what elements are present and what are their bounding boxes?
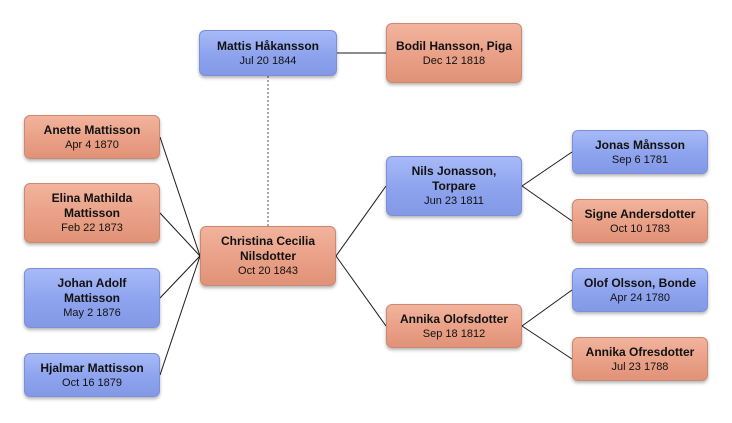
- person-name: Annika Olofsdotter: [399, 311, 508, 326]
- person-date: Oct 16 1879: [62, 376, 122, 389]
- person-card-nils[interactable]: Nils Jonasson, Torpare Jun 23 1811: [386, 156, 522, 216]
- person-card-olof[interactable]: Olof Olsson, Bonde Apr 24 1780: [572, 268, 708, 312]
- person-card-elina[interactable]: Elina Mathilda Mattisson Feb 22 1873: [24, 183, 160, 243]
- connector-nils-jonas: [521, 151, 573, 187]
- person-name: Nils Jonasson, Torpare: [411, 164, 497, 193]
- person-date: Apr 4 1870: [65, 138, 119, 151]
- person-card-signe[interactable]: Signe Andersdotter Oct 10 1783: [572, 199, 708, 243]
- connector-annika_o-olof: [521, 289, 573, 327]
- person-date: Jun 23 1811: [424, 195, 484, 207]
- person-name: Signe Andersdotter: [584, 206, 696, 221]
- person-card-annika-ofresdotter[interactable]: Annika Ofresdotter Jul 23 1788: [572, 337, 708, 381]
- person-name: Mattis Håkansson: [216, 38, 320, 53]
- connector-christina-anette: [159, 136, 201, 257]
- person-date: Sep 18 1812: [422, 327, 486, 340]
- person-card-johan[interactable]: Johan Adolf Mattisson May 2 1876: [24, 268, 160, 328]
- person-card-jonas[interactable]: Jonas Månsson Sep 6 1781: [572, 130, 708, 174]
- person-card-annika-olofsdotter[interactable]: Annika Olofsdotter Sep 18 1812: [386, 304, 522, 348]
- person-date: Oct 20 1843: [238, 265, 298, 277]
- connector-christina-elina: [159, 212, 201, 257]
- connector-christina-johan: [159, 255, 201, 299]
- person-date: Jul 20 1844: [239, 54, 297, 67]
- person-name: Johan Adolf Mattisson: [57, 276, 127, 305]
- connector-christina-hjalmar: [159, 255, 201, 376]
- person-card-bodil[interactable]: Bodil Hansson, Piga Dec 12 1818: [386, 23, 522, 83]
- person-name: Elina Mathilda Mattisson: [51, 191, 133, 220]
- person-name: Olof Olsson, Bonde: [583, 275, 696, 290]
- person-card-christina[interactable]: Christina Cecilia Nilsdotter Oct 20 1843: [200, 226, 336, 286]
- person-date: Dec 12 1818: [422, 54, 486, 67]
- person-card-anette[interactable]: Anette Mattisson Apr 4 1870: [24, 115, 160, 159]
- person-date: Oct 10 1783: [610, 222, 670, 235]
- person-name: Annika Ofresdotter: [585, 344, 695, 359]
- person-date: Feb 22 1873: [61, 222, 123, 234]
- person-name: Jonas Månsson: [594, 137, 686, 152]
- connector-annika_o-annika_of: [521, 325, 573, 360]
- person-name: Bodil Hansson, Piga: [395, 38, 512, 53]
- connector-christina-annika_o: [335, 255, 387, 327]
- person-card-hjalmar[interactable]: Hjalmar Mattisson Oct 16 1879: [24, 353, 160, 397]
- person-date: Jul 23 1788: [611, 360, 669, 373]
- person-date: Apr 24 1780: [610, 291, 670, 304]
- person-name: Hjalmar Mattisson: [40, 360, 144, 375]
- connector-christina-nils: [335, 185, 387, 257]
- person-card-mattis[interactable]: Mattis Håkansson Jul 20 1844: [199, 30, 337, 76]
- person-date: Sep 6 1781: [611, 153, 669, 166]
- person-date: May 2 1876: [63, 307, 121, 319]
- connector-nils-signe: [521, 185, 573, 222]
- person-name: Anette Mattisson: [43, 122, 141, 137]
- person-name: Christina Cecilia Nilsdotter: [220, 234, 316, 263]
